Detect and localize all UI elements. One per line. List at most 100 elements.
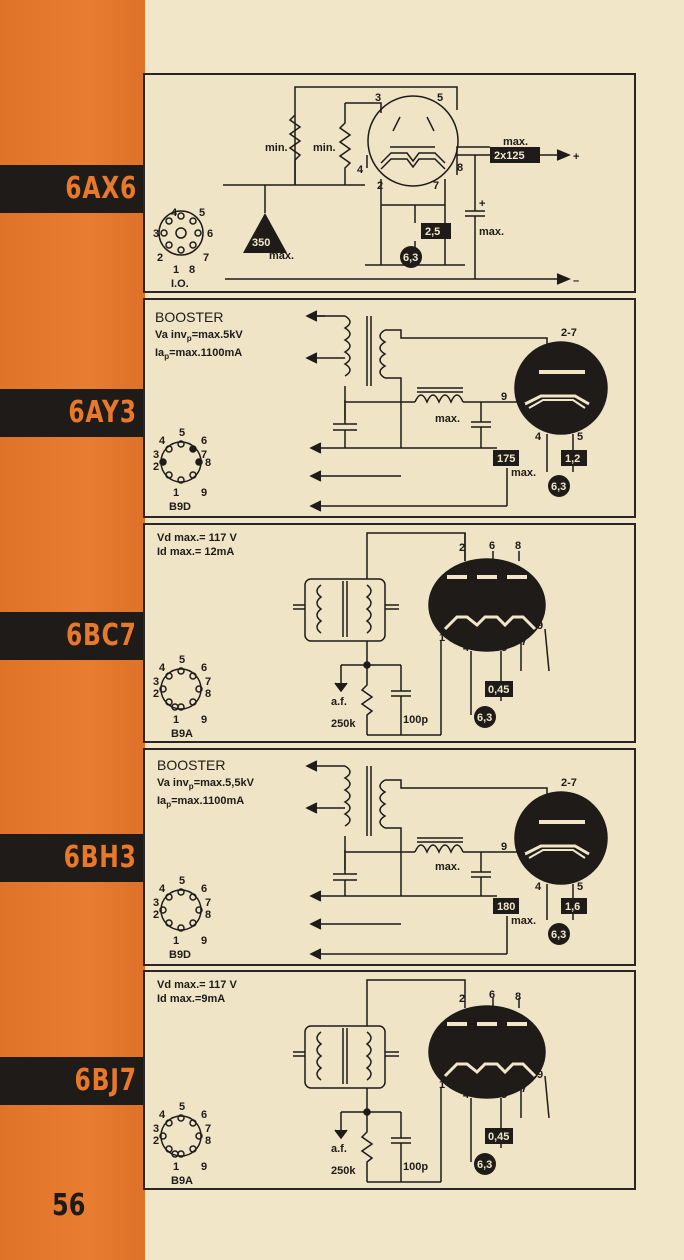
pin-label: 1 [173, 264, 179, 276]
pin-label: 8 [457, 162, 463, 174]
pin-label: 1 [173, 935, 179, 947]
pin-label: 9 [201, 487, 207, 499]
pin-label: 2 [153, 688, 159, 700]
schematic-6ay3: BOOSTER Va invp=max.5kV Iap=max.1100mA 5… [153, 309, 608, 513]
pin-label: 3 [153, 676, 159, 688]
min-label: min. [265, 142, 288, 154]
heater-current: 0,45 [488, 684, 509, 696]
pin-label: 4 [463, 1089, 470, 1101]
af-label: a.f. [331, 696, 347, 708]
pin-label: 2 [153, 461, 159, 473]
plus-label: + [573, 151, 579, 163]
pin-label: 9 [537, 620, 543, 632]
tube-name: 6BJ7 [74, 1063, 137, 1098]
pin-label: 5 [199, 207, 205, 219]
pin-label: 7 [201, 449, 207, 461]
spec-line-1: Va invp=max.5,5kV [157, 777, 255, 791]
heater-voltage: 6,3 [403, 252, 418, 264]
heater-voltage: 6,3 [477, 712, 492, 724]
cathode-label: 9 [501, 841, 507, 853]
pin-label: 6 [201, 1109, 207, 1121]
pin-label: 3 [153, 449, 159, 461]
tube-name: 6AX6 [65, 171, 137, 206]
cathode-label: 9 [501, 391, 507, 403]
spec-line-2: Id max.=9mA [157, 993, 225, 1005]
spec-line-1: Va invp=max.5kV [155, 329, 243, 343]
pin-label: 8 [205, 457, 211, 469]
heater-voltage-badge [474, 1153, 496, 1175]
tube-tab-6ax6[interactable]: 6AX6 [0, 165, 145, 213]
base-pinout-diagram [159, 888, 203, 932]
pin-label: 8 [189, 264, 195, 276]
pin-label: 9 [201, 714, 207, 726]
pin-label: 4 [159, 662, 166, 674]
cap-max-label: max. [479, 226, 504, 238]
schematic-6bc7: Vd max.= 117 V Id max.= 12mA 5 6 7 8 4 3… [153, 532, 550, 740]
pin-label: 7 [433, 180, 439, 192]
heater-voltage-badge [548, 475, 570, 497]
capacitor-label: 100p [403, 1161, 428, 1173]
pin-label: 5 [577, 431, 583, 443]
schematic-panel-6bj7: Vd max.= 117 V Id max.=9mA 5 6 7 8 4 3 2… [143, 970, 636, 1190]
pin-label: 5 [179, 654, 185, 666]
pin-label: 7 [203, 252, 209, 264]
schematic-panel-6ay3: BOOSTER Va invp=max.5kV Iap=max.1100mA 5… [143, 298, 636, 518]
heater-current: 2,5 [425, 226, 440, 238]
heater-current-box [485, 681, 513, 697]
heater-current-box [561, 898, 587, 914]
pin-label: 6 [201, 662, 207, 674]
base-type: B9D [169, 949, 191, 961]
choke-max-label: max. [435, 413, 460, 425]
schematic-panel-6bc7: Vd max.= 117 V Id max.= 12mA 5 6 7 8 4 3… [143, 523, 636, 743]
tube-tab-6bc7[interactable]: 6BC7 [0, 612, 145, 660]
schematic-6bj7: Vd max.= 117 V Id max.=9mA 5 6 7 8 4 3 2… [153, 979, 550, 1187]
capacitor-value-box [493, 450, 519, 466]
spec-line-1: Vd max.= 117 V [157, 979, 237, 991]
pin-label: 5 [179, 875, 185, 887]
pin-label: 6 [489, 989, 495, 1001]
pin-label: 9 [537, 1069, 543, 1081]
page-number: 56 [52, 1188, 86, 1223]
capacitor-value: 175 [497, 453, 515, 465]
output-value-box [490, 147, 540, 163]
af-label: a.f. [331, 1143, 347, 1155]
pin-label: 5 [501, 642, 507, 654]
heater-voltage: 6,3 [551, 929, 566, 941]
min-label: min. [313, 142, 336, 154]
tube-name: 6AY3 [68, 395, 137, 430]
tube-tab-6bh3[interactable]: 6BH3 [0, 834, 145, 882]
heater-current-box [485, 1128, 513, 1144]
pin-label: 2 [153, 909, 159, 921]
base-type: B9A [171, 1175, 193, 1187]
base-type: B9D [169, 501, 191, 513]
panel-title: BOOSTER [155, 309, 223, 325]
pin-label: 8 [205, 909, 211, 921]
pin-label: 3 [375, 92, 381, 104]
output-value: 2x125 [494, 150, 525, 162]
tube-tab-6bj7[interactable]: 6BJ7 [0, 1057, 145, 1105]
capacitor-value-box [493, 898, 519, 914]
pin-label: 2 [157, 252, 163, 264]
pin-label: 5 [577, 881, 583, 893]
pin-label: 9 [201, 935, 207, 947]
heater-voltage: 6,3 [477, 1159, 492, 1171]
pin-label: 9 [201, 1161, 207, 1173]
tube-tab-6ay3[interactable]: 6AY3 [0, 389, 145, 437]
pin-label: 2 [459, 993, 465, 1005]
capacitor-label: 100p [403, 714, 428, 726]
diode-triangle-icon [243, 213, 287, 253]
capacitor-value: 180 [497, 901, 515, 913]
heater-current-box [561, 450, 587, 466]
spec-line-2: Iap=max.1100mA [157, 795, 244, 809]
schematic-panel-6bh3: BOOSTER Va invp=max.5,5kV Iap=max.1100mA… [143, 748, 636, 966]
pin-label: 3 [153, 897, 159, 909]
heater-voltage-badge [474, 706, 496, 728]
spec-line-2: Id max.= 12mA [157, 546, 234, 558]
anode-label: 2-7 [561, 327, 577, 339]
pin-label: 5 [501, 1089, 507, 1101]
heater-current-box [421, 223, 451, 239]
heater-voltage: 6,3 [551, 481, 566, 493]
pin-label: 7 [205, 1123, 211, 1135]
pin-label: 1 [439, 1079, 445, 1091]
